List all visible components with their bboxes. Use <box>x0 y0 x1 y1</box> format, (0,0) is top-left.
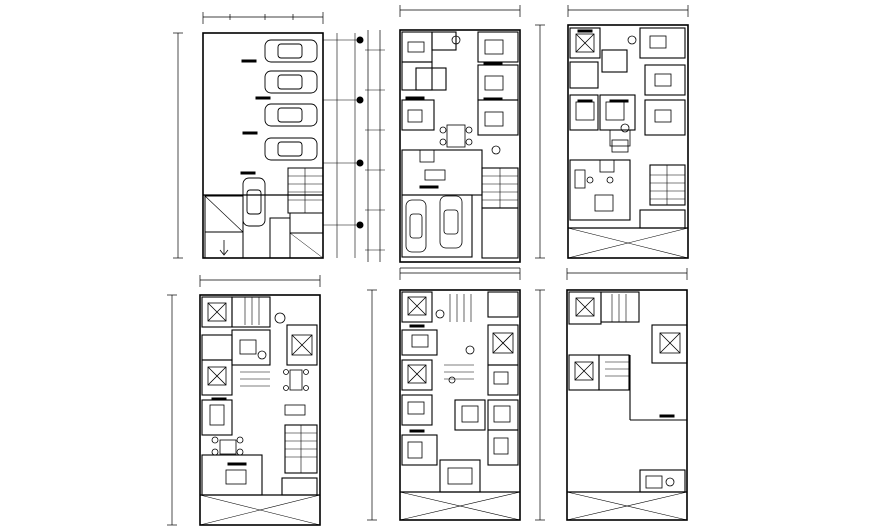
plan-third <box>367 268 521 521</box>
plan-second <box>167 275 321 526</box>
plan-first <box>535 5 689 259</box>
plan-terrace <box>535 268 688 521</box>
plan-parking <box>173 12 364 259</box>
plan-ground <box>365 5 521 269</box>
